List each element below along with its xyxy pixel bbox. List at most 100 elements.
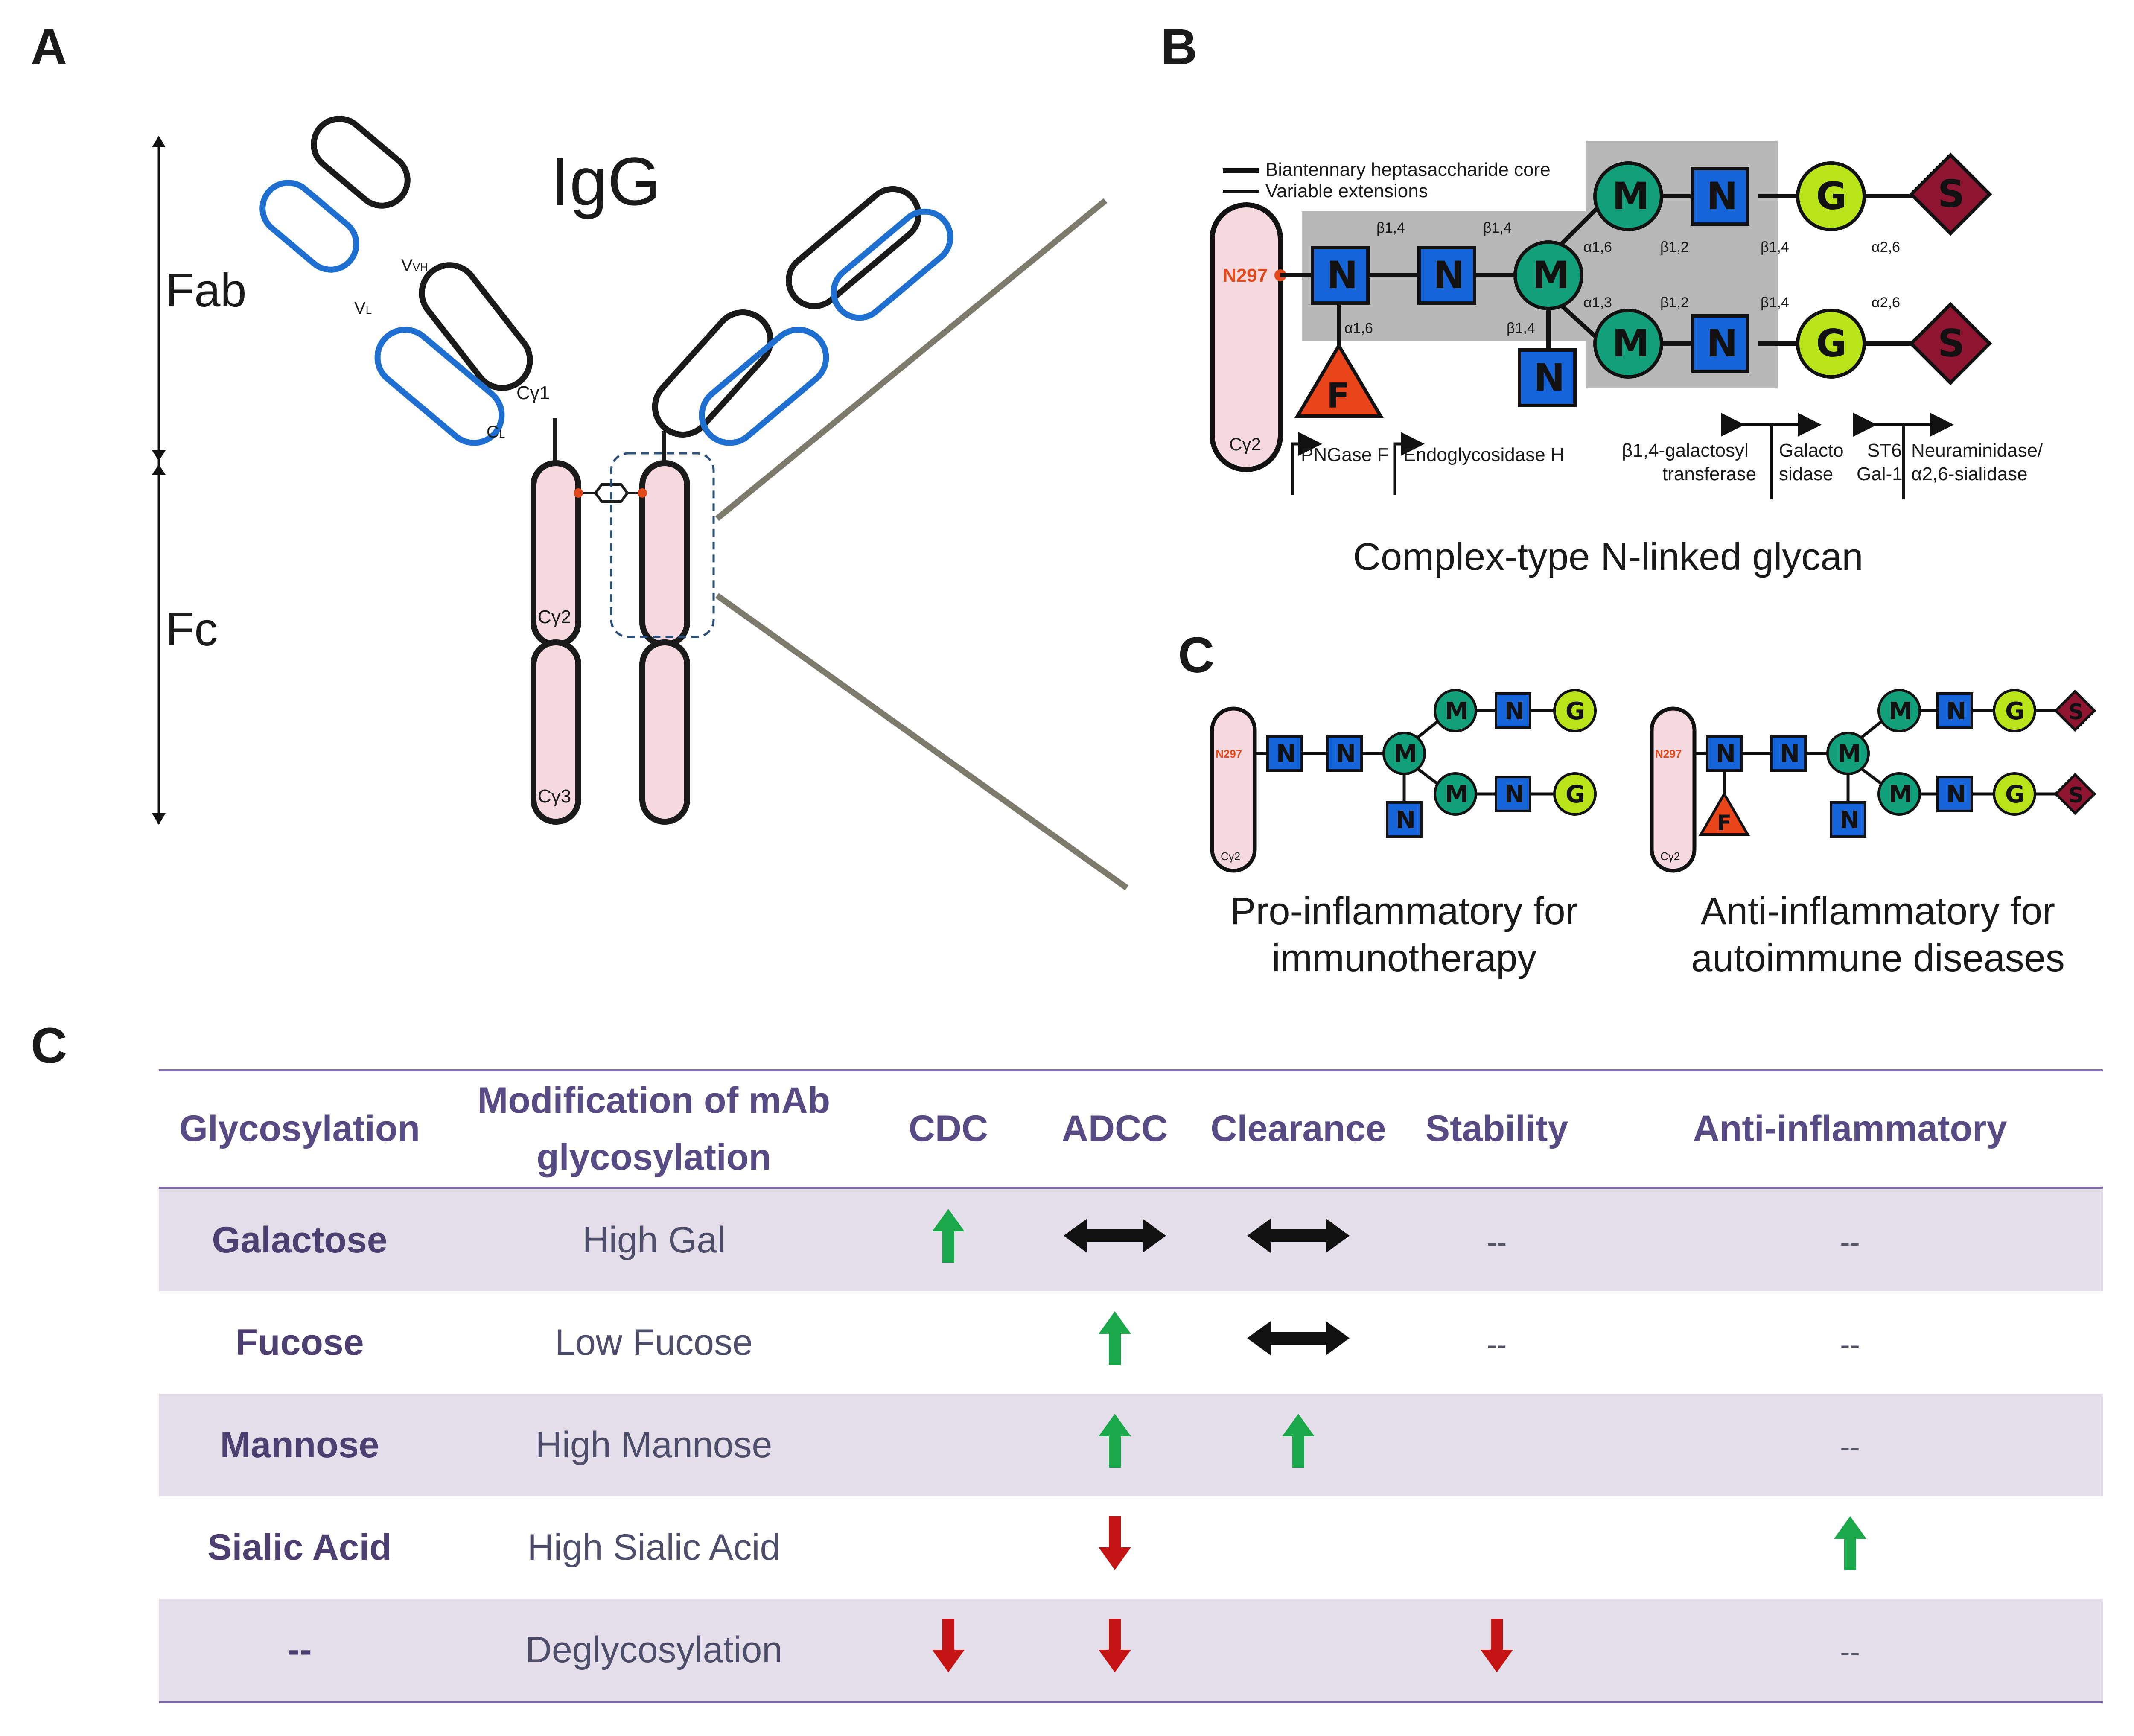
svg-text:N: N — [1326, 253, 1358, 297]
svg-text:PNGase F: PNGase F — [1301, 444, 1388, 465]
svg-text:N: N — [1533, 356, 1565, 400]
m-lower — [1593, 309, 1663, 379]
svg-text:Galacto: Galacto — [1779, 440, 1844, 461]
svg-text:M: M — [1445, 697, 1469, 725]
cell-cdc — [867, 1291, 1029, 1394]
s-lower — [1909, 302, 1992, 385]
igg-title: IgG — [551, 143, 661, 219]
cell-anti-inflammatory: -- — [1597, 1291, 2103, 1394]
svg-text:M: M — [1532, 253, 1570, 297]
increase-arrow-icon — [1282, 1413, 1315, 1468]
svg-text:G: G — [2005, 697, 2025, 725]
glycan-diagram: Biantennary heptasaccharide core Variabl… — [1210, 141, 2043, 578]
svg-text:Gal-1: Gal-1 — [1857, 464, 1903, 484]
cl-label: CL — [487, 423, 505, 441]
cell-stability: -- — [1396, 1291, 1597, 1394]
cell-glycosylation: Galactose — [159, 1187, 440, 1291]
cell-adcc — [1029, 1394, 1200, 1496]
n-lower — [1691, 314, 1749, 373]
svg-text:M: M — [1837, 740, 1861, 768]
header-anti-inflammatory: Anti-inflammatory — [1597, 1069, 2103, 1189]
svg-text:S: S — [1938, 172, 1965, 216]
svg-text:M: M — [1445, 781, 1469, 808]
s-upper — [1909, 152, 1992, 236]
table-row: --Deglycosylation-- — [159, 1599, 2103, 1703]
enzyme-arrows — [1291, 413, 1954, 499]
header-adcc: ADCC — [1029, 1069, 1200, 1189]
right-cg1-domain — [652, 309, 774, 438]
m-core — [1513, 240, 1583, 310]
zoom-line-bottom — [715, 593, 1129, 890]
right-cg2-domain — [639, 460, 690, 648]
header-glycosylation: Glycosylation — [159, 1069, 440, 1189]
no-change-arrow-icon — [1247, 1321, 1350, 1355]
m-upper — [1593, 161, 1663, 231]
no-change-arrow-icon — [1064, 1218, 1166, 1253]
svg-text:N: N — [1706, 321, 1738, 365]
svg-text:S: S — [1938, 321, 1965, 365]
cell-cdc — [867, 1496, 1029, 1599]
svg-text:N: N — [1840, 806, 1860, 834]
cell-modification: Deglycosylation — [440, 1599, 867, 1703]
panel-a-letter: A — [31, 19, 67, 75]
empty-dash: -- — [1840, 1225, 1860, 1259]
cg1-label: Cγ1 — [516, 382, 550, 403]
svg-text:N: N — [1276, 740, 1296, 768]
panel-c-inner-letter: C — [1178, 627, 1214, 683]
pro-inflammatory-caption-2: immunotherapy — [1272, 937, 1536, 980]
cell-adcc — [1029, 1291, 1200, 1394]
hinge-dot-left — [574, 488, 583, 498]
n-bisecting — [1518, 348, 1577, 407]
no-change-arrow-icon — [1247, 1321, 1350, 1355]
fab-label: Fab — [166, 264, 247, 317]
svg-text:N: N — [1780, 740, 1800, 768]
svg-text:Neuraminidase/: Neuraminidase/ — [1911, 440, 2043, 461]
svg-text:N: N — [1706, 174, 1738, 218]
decrease-arrow-icon — [1481, 1618, 1513, 1672]
svg-text:β1,4: β1,4 — [1483, 220, 1512, 236]
linkage-labels: β1,4 β1,4 α1,6 β1,4 α1,6 α1,3 β1,2 β1,2 … — [1344, 220, 1900, 336]
left-cl-domain — [374, 327, 505, 446]
svg-text:N: N — [1396, 806, 1416, 834]
right-vl-domain — [831, 208, 953, 321]
svg-text:Cγ2: Cγ2 — [1660, 850, 1680, 863]
svg-text:F: F — [1717, 811, 1732, 835]
left-vl-domain — [259, 180, 359, 273]
svg-text:N297: N297 — [1655, 747, 1682, 760]
cell-anti-inflammatory: -- — [1597, 1394, 2103, 1496]
cell-clearance — [1200, 1599, 1396, 1703]
cell-clearance — [1200, 1291, 1396, 1394]
svg-text:α2,6-sialidase: α2,6-sialidase — [1911, 464, 2027, 484]
cell-cdc — [867, 1599, 1029, 1703]
left-cg1-domain — [419, 262, 533, 391]
pro-inflammatory-glycoform: Cγ2 N297 N N M N M M N — [1210, 689, 1597, 873]
svg-text:M: M — [1612, 174, 1650, 218]
enzyme-labels: PNGase F Endoglycosidase H β1,4-galactos… — [1301, 440, 2043, 484]
svg-text:β1,2: β1,2 — [1660, 295, 1689, 311]
header-stability: Stability — [1396, 1069, 1597, 1189]
g-upper — [1796, 161, 1866, 231]
cg2-label: Cγ2 — [538, 607, 571, 627]
svg-text:α2,6: α2,6 — [1872, 239, 1900, 255]
svg-text:α1,6: α1,6 — [1344, 320, 1373, 336]
svg-text:S: S — [2068, 783, 2084, 808]
no-change-arrow-icon — [1247, 1218, 1350, 1253]
svg-text:N: N — [1504, 697, 1525, 725]
cell-adcc — [1029, 1187, 1200, 1291]
capsule-cg2: Cγ2 — [1229, 434, 1261, 454]
cell-modification: Low Fucose — [555, 1322, 753, 1363]
svg-text:Cγ2: Cγ2 — [1221, 850, 1240, 863]
glycan-residues: N N M N F M M N N G G S S — [1294, 152, 1992, 418]
svg-text:G: G — [1566, 781, 1585, 808]
svg-text:N: N — [1433, 253, 1465, 297]
panel-b-letter: B — [1161, 19, 1197, 75]
no-change-arrow-icon — [1247, 1218, 1350, 1253]
svg-text:sidase: sidase — [1779, 464, 1833, 484]
cell-clearance — [1200, 1496, 1396, 1599]
svg-text:S: S — [2068, 700, 2084, 724]
